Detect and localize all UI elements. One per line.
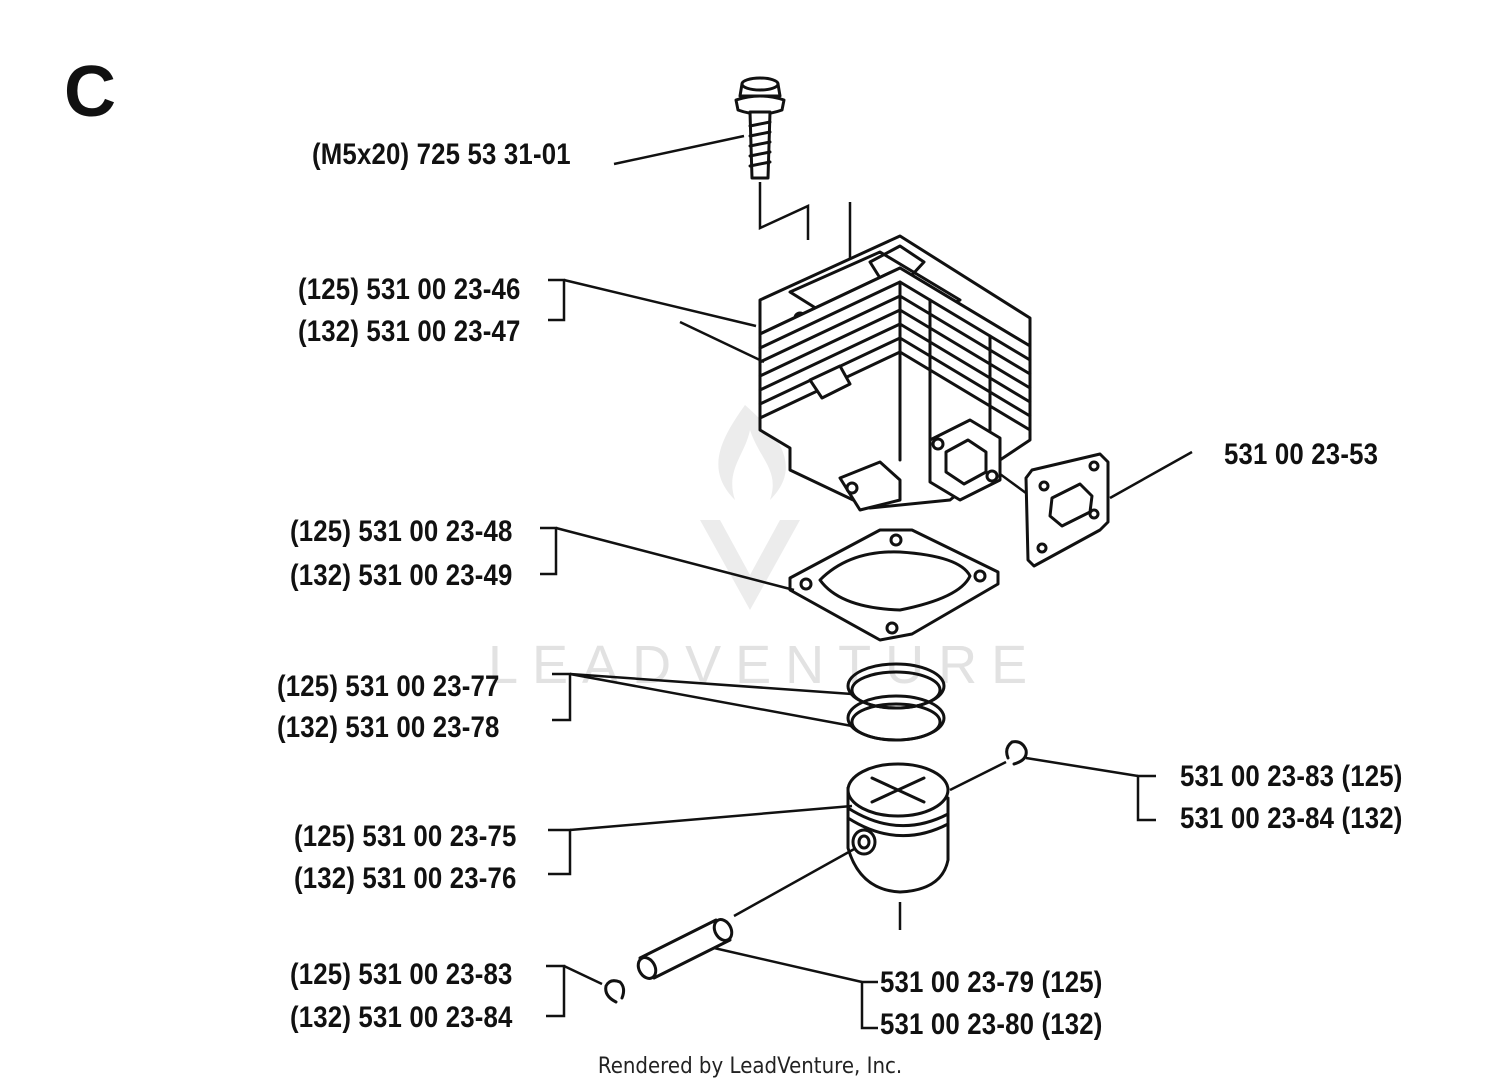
callout-circlip-right-132: 531 00 23-84 (132) (1180, 802, 1403, 835)
callout-screw: (M5x20) 725 53 31-01 (312, 138, 571, 171)
callout-pin-132: 531 00 23-80 (132) (880, 1008, 1103, 1041)
footer-credit: Rendered by LeadVenture, Inc. (597, 1054, 903, 1079)
screw (734, 76, 852, 300)
circlip-right (1005, 740, 1028, 766)
leader-lines (540, 134, 1193, 1030)
callout-intake-gasket: 531 00 23-53 (1224, 438, 1379, 471)
callout-ring-132: (132) 531 00 23-78 (277, 711, 500, 744)
callout-base-gasket-132: (132) 531 00 23-49 (290, 559, 513, 592)
callout-pin-125: 531 00 23-79 (125) (880, 966, 1103, 999)
callout-ring-125: (125) 531 00 23-77 (277, 670, 500, 703)
callout-piston-125: (125) 531 00 23-75 (294, 820, 517, 853)
callout-circlip-left-132: (132) 531 00 23-84 (290, 1001, 513, 1034)
piston-pin (636, 918, 734, 980)
callout-cylinder-125: (125) 531 00 23-46 (298, 273, 521, 306)
callout-cylinder-132: (132) 531 00 23-47 (298, 315, 521, 348)
piston-rings (846, 662, 946, 742)
base-gasket (788, 528, 1000, 642)
watermark-logo (700, 405, 800, 610)
cylinder (758, 234, 1032, 512)
piston (846, 762, 950, 930)
callout-base-gasket-125: (125) 531 00 23-48 (290, 515, 513, 548)
intake-gasket (1024, 452, 1110, 568)
circlip-left (604, 979, 626, 1004)
callout-circlip-left-125: (125) 531 00 23-83 (290, 958, 513, 991)
callout-piston-132: (132) 531 00 23-76 (294, 862, 517, 895)
section-letter: C (64, 52, 116, 132)
callout-circlip-right-125: 531 00 23-83 (125) (1180, 760, 1403, 793)
